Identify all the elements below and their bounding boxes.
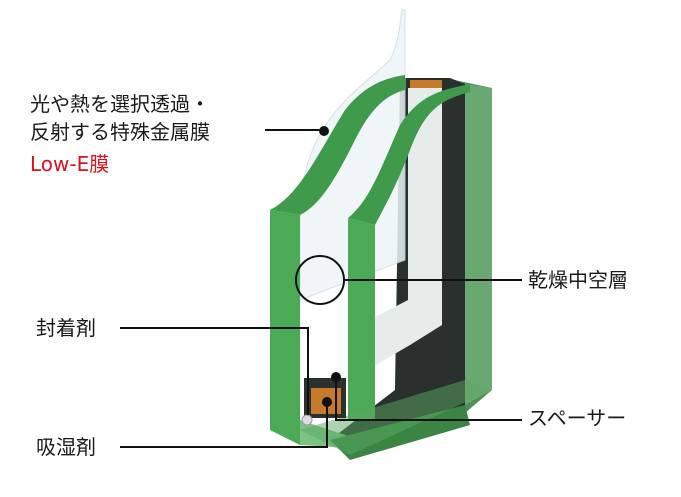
lowe-dot	[319, 126, 329, 136]
sealant-marker	[301, 414, 313, 426]
air-space	[350, 88, 442, 380]
callout-lines	[120, 129, 522, 448]
spacer-dot	[331, 372, 341, 382]
sealant-label: 封着剤	[36, 316, 96, 340]
spacer-label: スペーサー	[528, 406, 627, 430]
desiccant-dot	[322, 397, 332, 407]
lowe-description-line2: 反射する特殊金属膜	[30, 120, 210, 144]
front-glass-pane	[270, 75, 492, 460]
desiccant-label: 吸湿剤	[36, 435, 96, 459]
top-desiccant	[410, 80, 442, 88]
lowe-name-label: Low-E膜	[30, 152, 110, 176]
air-layer-label: 乾燥中空層	[528, 268, 628, 292]
middle-glass-pane	[348, 84, 470, 420]
lowe-description-line1: 光や熱を選択透過・	[30, 92, 210, 116]
